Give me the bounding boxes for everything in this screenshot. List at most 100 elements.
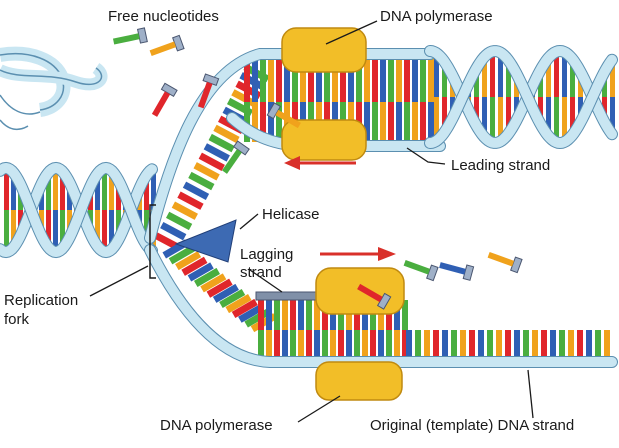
leading-base bbox=[284, 58, 290, 102]
template-base bbox=[478, 330, 484, 358]
template-base bbox=[523, 330, 529, 358]
lagging-base bbox=[338, 330, 344, 358]
leading-base bbox=[404, 102, 410, 142]
lagging-direction-arrow bbox=[320, 247, 396, 261]
base-pair bbox=[554, 52, 559, 97]
top-template-backbone bbox=[145, 49, 435, 243]
base-pair bbox=[102, 169, 107, 210]
leading-base bbox=[252, 58, 258, 102]
base-pair bbox=[506, 97, 511, 137]
base-pair bbox=[546, 97, 551, 133]
lagging-base bbox=[266, 300, 272, 330]
dna-polymerase-top-label: DNA polymerase bbox=[380, 8, 493, 25]
dna-polymerase-top bbox=[281, 27, 367, 161]
template-base bbox=[541, 330, 547, 358]
lagging-base bbox=[386, 330, 392, 358]
lagging-base bbox=[378, 300, 384, 330]
leading-base bbox=[244, 102, 250, 142]
template-base bbox=[160, 221, 187, 241]
lagging-base bbox=[378, 330, 384, 358]
base-pair bbox=[102, 210, 107, 251]
lagging-base bbox=[362, 300, 368, 330]
lagging-base bbox=[402, 300, 408, 330]
base-pair bbox=[554, 97, 559, 142]
base-pair bbox=[151, 169, 156, 210]
nucleotide-base bbox=[403, 259, 431, 275]
template-base bbox=[165, 211, 193, 231]
template-base bbox=[604, 330, 610, 358]
nucleotide-sugar bbox=[202, 73, 220, 86]
template-base bbox=[231, 298, 258, 318]
free-nucleotide bbox=[149, 34, 185, 57]
base-pair bbox=[610, 97, 615, 132]
template-base bbox=[168, 245, 195, 265]
template-base bbox=[203, 143, 230, 162]
leading-base bbox=[388, 102, 394, 142]
leading-base bbox=[420, 58, 426, 102]
lagging-base bbox=[258, 330, 264, 358]
nucleotide-sugar bbox=[462, 264, 475, 281]
base-pair bbox=[570, 97, 575, 138]
template-base bbox=[514, 330, 520, 358]
lagging-base bbox=[354, 300, 360, 330]
leading-base bbox=[428, 58, 434, 102]
base-pair bbox=[482, 97, 487, 135]
lagging-base bbox=[322, 300, 328, 330]
template-base bbox=[586, 330, 592, 358]
template-base bbox=[219, 288, 246, 309]
lagging-base bbox=[298, 330, 304, 358]
template-base bbox=[415, 330, 421, 358]
template-base bbox=[568, 330, 574, 358]
base-pair bbox=[482, 59, 487, 97]
lagging-base bbox=[402, 330, 408, 358]
template-base bbox=[177, 191, 204, 210]
base-pair bbox=[538, 74, 543, 97]
base-pair bbox=[570, 56, 575, 97]
base-pair bbox=[610, 62, 615, 97]
leading-base bbox=[412, 58, 418, 102]
leading-base bbox=[300, 58, 306, 102]
base-pair bbox=[95, 210, 100, 243]
leading-base bbox=[380, 102, 386, 142]
base-pair bbox=[602, 76, 607, 97]
template-base bbox=[200, 273, 227, 293]
lagging-base bbox=[346, 330, 352, 358]
lagging-base bbox=[290, 330, 296, 358]
leading-base bbox=[380, 58, 386, 102]
free-nucleotides-group bbox=[112, 27, 523, 310]
free-nucleotide bbox=[112, 27, 148, 45]
template-base bbox=[442, 330, 448, 358]
base-pair bbox=[490, 52, 495, 97]
lagging-base bbox=[314, 330, 320, 358]
template-base bbox=[188, 171, 215, 191]
new-dna-helix bbox=[424, 44, 618, 150]
replication-fork-bracket bbox=[149, 204, 156, 279]
base-pair bbox=[39, 210, 44, 231]
lagging-base bbox=[274, 330, 280, 358]
lagging-base bbox=[282, 330, 288, 358]
lagging-base bbox=[330, 300, 336, 330]
template-base bbox=[182, 181, 210, 201]
right-backbone-b bbox=[425, 46, 617, 149]
lagging-base bbox=[386, 300, 392, 330]
template-base bbox=[460, 330, 466, 358]
helicase-label: Helicase bbox=[262, 206, 320, 223]
leading-base bbox=[268, 102, 274, 142]
base-pair bbox=[53, 210, 58, 252]
base-pair bbox=[434, 51, 439, 97]
base-pair bbox=[538, 97, 543, 120]
lagging-base bbox=[362, 330, 368, 358]
leading-base bbox=[356, 58, 362, 102]
base-pair bbox=[11, 170, 16, 210]
base-pair bbox=[442, 97, 447, 136]
template-base bbox=[487, 330, 493, 358]
nucleotide-base bbox=[149, 41, 177, 57]
lagging-base bbox=[274, 300, 280, 330]
template-base bbox=[424, 330, 430, 358]
leading-base bbox=[428, 102, 434, 142]
leading-base bbox=[260, 58, 266, 102]
base-pair bbox=[498, 97, 503, 143]
leading-direction-arrow bbox=[284, 156, 356, 170]
base-pair bbox=[144, 210, 149, 241]
